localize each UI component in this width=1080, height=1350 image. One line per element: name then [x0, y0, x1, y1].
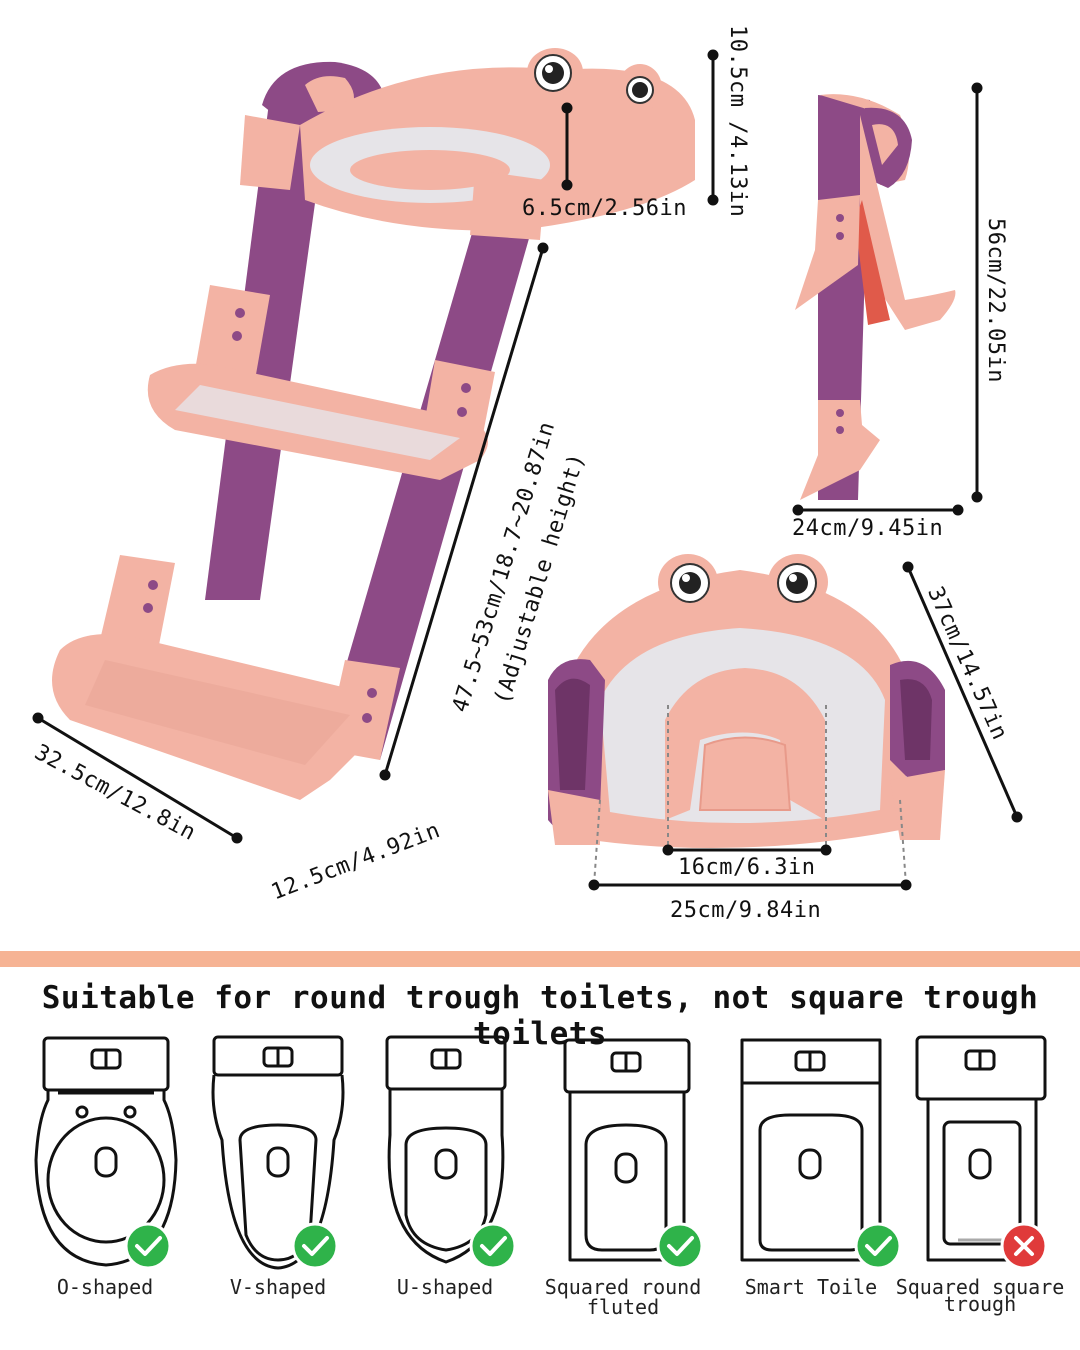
toilet-label-line1: V-shaped — [229, 1275, 327, 1299]
product-illustration — [32, 48, 1023, 891]
toilet-icons-row — [34, 1035, 1048, 1270]
check-icon — [291, 1222, 339, 1270]
check-icon — [124, 1222, 172, 1270]
toilet-label-u-shaped: U-shaped — [355, 1277, 535, 1297]
u-shaped-toilet-icon — [385, 1035, 507, 1264]
toilet-label-smart: Smart Toile — [721, 1277, 901, 1297]
side-dimension-lines — [792, 82, 983, 516]
seat-top-view-drawing — [548, 554, 945, 848]
check-icon — [854, 1222, 902, 1270]
seat-outer-width-label: 25cm/9.84in — [670, 898, 822, 923]
smart-toilet-icon — [740, 1038, 882, 1262]
toilet-label-o-shaped: O-shaped — [15, 1277, 195, 1297]
seat-height-label: 10.5cm /4.13in — [725, 25, 750, 218]
toilet-label-line1: O-shaped — [56, 1275, 154, 1299]
compatibility-headline: Suitable for round trough toilets, not s… — [41, 980, 1039, 1052]
check-icon — [656, 1222, 704, 1270]
toilet-label-squared-round: Squared round fluted — [533, 1277, 713, 1317]
check-badges — [124, 1222, 1048, 1270]
squared-square-toilet-icon — [915, 1035, 1047, 1262]
cross-icon — [1000, 1222, 1048, 1270]
side-depth-label: 24cm/9.45in — [792, 516, 944, 541]
toilet-label-line1: Squared square — [895, 1275, 1065, 1299]
toilet-label-line2: trough — [943, 1292, 1017, 1316]
toilet-label-squared-square: Squared square trough — [890, 1277, 1070, 1314]
seat-dimension-lines — [588, 561, 1023, 891]
check-icon — [469, 1222, 517, 1270]
side-view-drawing — [795, 94, 956, 500]
accent-divider — [0, 951, 1080, 967]
ladder-drawing — [52, 48, 695, 800]
o-shaped-toilet-icon — [34, 1036, 178, 1267]
toilet-label-line1: U-shaped — [396, 1275, 494, 1299]
toilet-label-line1: Squared round — [544, 1275, 702, 1299]
side-height-label: 56cm/22.05in — [983, 218, 1008, 383]
seat-gap-label: 6.5cm/2.56in — [522, 196, 687, 221]
seat-inner-width-label: 16cm/6.3in — [678, 855, 816, 880]
toilet-label-line2: fluted — [586, 1295, 660, 1319]
toilet-label-v-shaped: V-shaped — [188, 1277, 368, 1297]
toilet-label-line1: Smart Toile — [744, 1275, 878, 1299]
ladder-dimension-lines — [32, 49, 719, 844]
